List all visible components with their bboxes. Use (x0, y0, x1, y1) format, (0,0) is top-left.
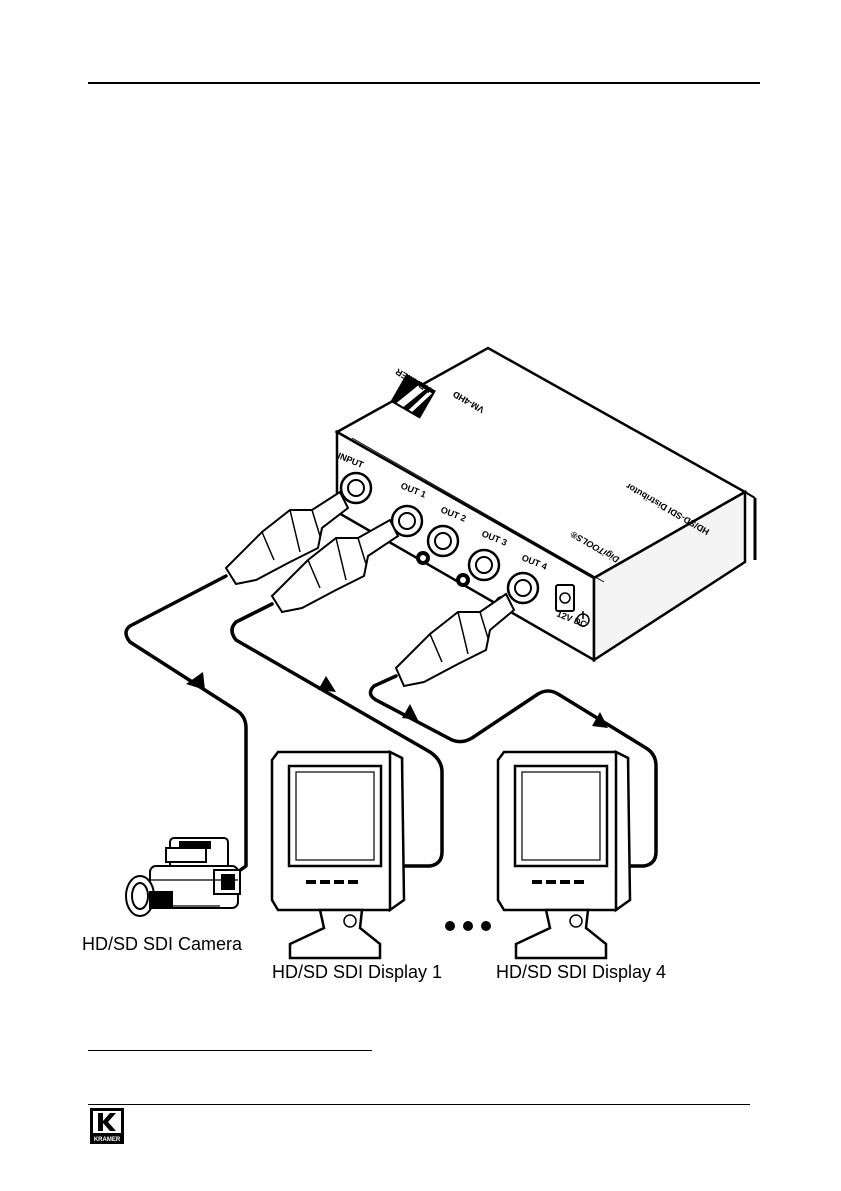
footer-rule (88, 1104, 750, 1105)
cable-camera-to-input (126, 576, 246, 876)
arrow-out4-a (402, 704, 418, 720)
footnote-rule (88, 1050, 372, 1051)
vm-4hd-device: KRAMER VM-4HD DigiTOOLS® HD/SD-SDI Distr… (336, 348, 755, 660)
display4-label: HD/SD SDI Display 4 (496, 962, 666, 982)
arrow-out1-down (318, 676, 336, 692)
bnc-input (341, 473, 371, 503)
footer-kramer-logo: KRAMER (90, 1108, 124, 1144)
footer-logo-text: KRAMER (94, 1137, 121, 1143)
display1-label: HD/SD SDI Display 1 (272, 962, 442, 982)
bnc-plug-out4 (396, 594, 514, 686)
camera-icon (126, 838, 240, 916)
display4-icon (498, 752, 630, 958)
camera-label: HD/SD SDI Camera (82, 934, 243, 954)
ellipsis-dots (445, 921, 491, 931)
display1-icon (272, 752, 404, 958)
